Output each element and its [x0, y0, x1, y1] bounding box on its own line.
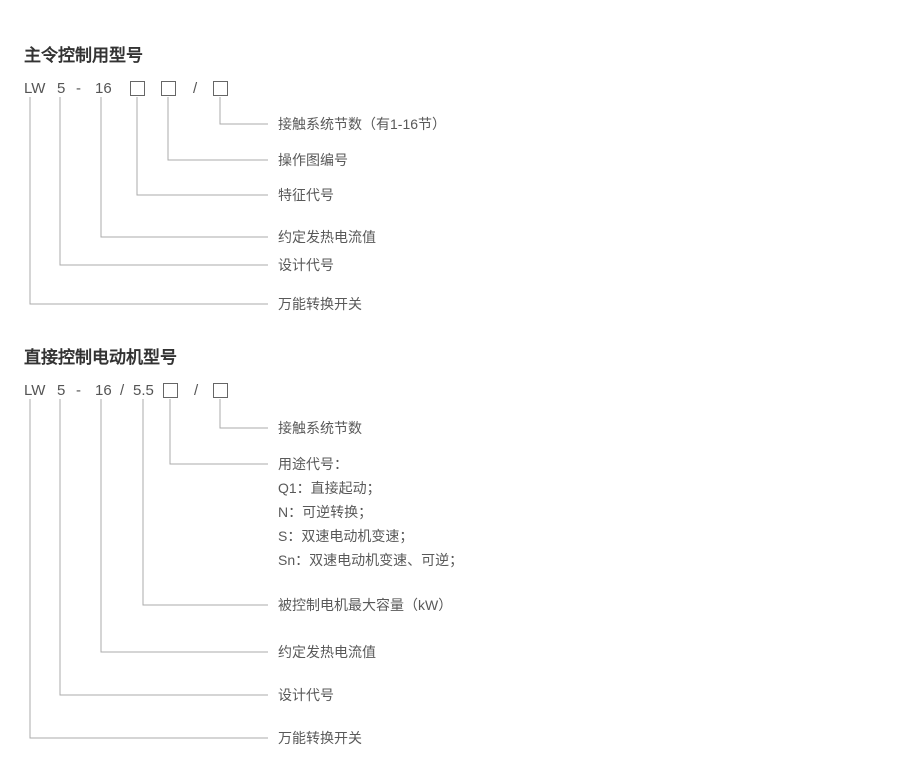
connector-s1-design-code — [59, 97, 268, 266]
label-s1-operation-diagram: 操作图编号 — [278, 152, 348, 168]
label-s1-switch-type: 万能转换开关 — [278, 296, 362, 312]
label-s2-heating-current: 约定发热电流值 — [278, 644, 376, 660]
model1-sections-box — [213, 81, 228, 96]
connector-s1-feature-code — [136, 97, 268, 196]
connector-s1-switch-type — [29, 97, 268, 305]
connector-s2-design-code — [59, 399, 268, 696]
model2-slash-1: / — [120, 382, 125, 399]
connector-s2-contact-sections — [219, 399, 268, 429]
label-s2-contact-sections: 接触系统节数 — [278, 420, 362, 436]
label-s1-feature-code: 特征代号 — [278, 187, 334, 203]
model2-design-number: 5 — [57, 382, 66, 399]
model1-current-value: 16 — [95, 80, 112, 97]
label-s2-motor-capacity: 被控制电机最大容量（kW） — [278, 597, 453, 613]
model1-design-number: 5 — [57, 80, 66, 97]
section1-title: 主令控制用型号 — [24, 46, 143, 65]
connector-s2-heating-current — [100, 399, 268, 653]
label-s2-purpose-sn: Sn：双速电动机变速、可逆； — [278, 552, 464, 568]
label-s2-switch-type: 万能转换开关 — [278, 730, 362, 746]
label-s1-contact-sections: 接触系统节数（有1-16节） — [278, 116, 447, 132]
model1-diagram-box — [161, 81, 176, 96]
label-s2-purpose-n: N：可逆转换； — [278, 504, 373, 520]
label-s2-design-code: 设计代号 — [278, 687, 334, 703]
model2-sections-box — [213, 383, 228, 398]
label-s1-design-code: 设计代号 — [278, 257, 334, 273]
connector-s2-switch-type — [29, 399, 268, 739]
model1-feature-box — [130, 81, 145, 96]
label-s2-purpose-q1: Q1：直接起动； — [278, 480, 381, 496]
model2-current-value: 16 — [95, 382, 112, 399]
connector-s1-contact-sections — [219, 97, 268, 125]
model2-slash-2: / — [194, 382, 199, 399]
model2-dash: - — [76, 382, 81, 399]
section2-title: 直接控制电动机型号 — [24, 348, 177, 367]
model2-purpose-box — [163, 383, 178, 398]
model2-series-code: LW — [24, 382, 46, 399]
connector-s2-purpose-code — [169, 399, 268, 465]
model2-capacity-value: 5.5 — [133, 382, 154, 399]
label-s2-purpose-s: S：双速电动机变速； — [278, 528, 414, 544]
connector-s1-operation-diagram — [167, 97, 268, 161]
label-s2-purpose-code: 用途代号： — [278, 456, 348, 472]
model1-dash: - — [76, 80, 81, 97]
model1-series-code: LW — [24, 80, 46, 97]
model1-slash: / — [193, 80, 198, 97]
connector-s1-heating-current — [100, 97, 268, 238]
label-s1-heating-current: 约定发热电流值 — [278, 229, 376, 245]
connector-s2-motor-capacity — [142, 399, 268, 606]
